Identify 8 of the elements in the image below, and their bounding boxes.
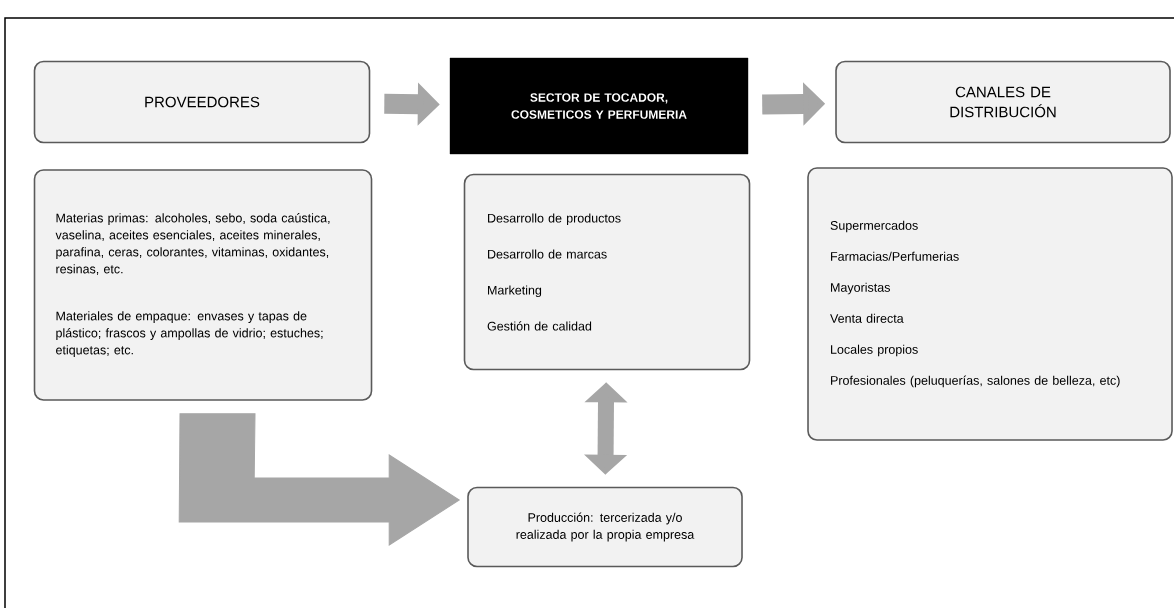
header-box: SECTOR DE TOCADOR, COSMETICOS Y PERFUMERIA (449, 57, 749, 155)
list-box: Desarrollo de productos Desarrollo de marcas Marketing Gestión de calidad (463, 173, 751, 371)
header-box: PROVEEDORES (33, 60, 371, 144)
header-box: CANALES DE DISTRIBUCIÓN (835, 60, 1171, 144)
list-box: Materias primas: alcoholes, sebo, soda caústica, vaselina, aceites esenciales, aceites minerales, parafina, ceras, colorantes, vitaminas, oxidantes, resinas, etc. Materiales de empaque: envases y tapas de plástico; frascos y ampollas de vidrio; estuches; etiquetas; etc. (33, 169, 373, 401)
arrow (178, 413, 460, 546)
process-box: Producción: tercerizada y/o realizada por la propia empresa (467, 486, 743, 568)
list-box: Supermercados Farmacias/Perfumerias Mayoristas Venta directa Locales propios Profesionales (peluquerías, salones de belleza, etc) (807, 167, 1173, 441)
